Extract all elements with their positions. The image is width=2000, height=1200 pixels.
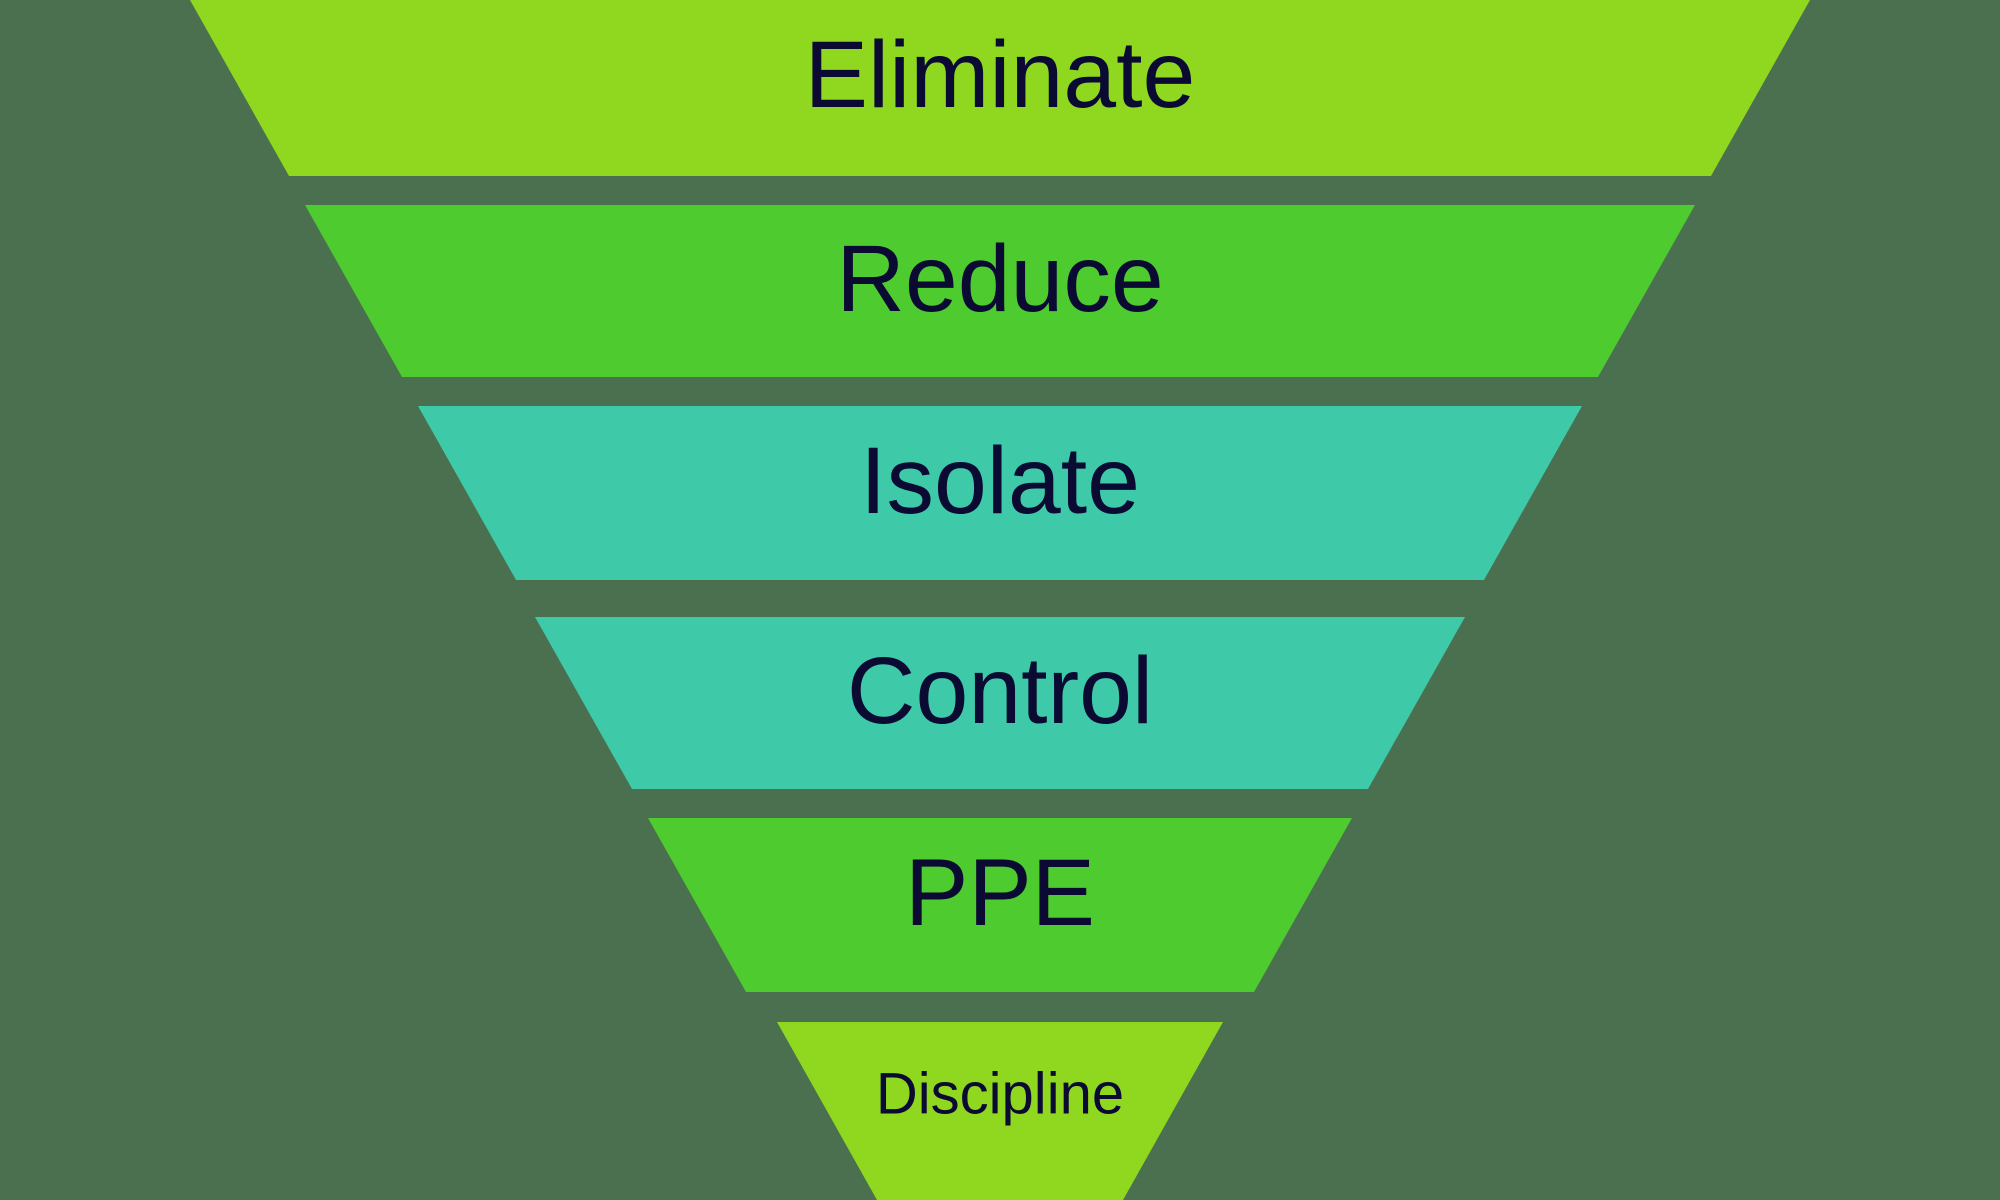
band-shape-reduce[interactable]	[305, 205, 1695, 377]
funnel-band-eliminate[interactable]: Eliminate	[190, 0, 1810, 176]
funnel-band-control[interactable]: Control	[535, 617, 1465, 789]
funnel-band-reduce[interactable]: Reduce	[305, 205, 1695, 377]
funnel-band-isolate[interactable]: Isolate	[418, 406, 1582, 580]
band-label-discipline: Discipline	[876, 1061, 1124, 1126]
band-label-control: Control	[847, 638, 1153, 744]
band-shape-discipline[interactable]	[777, 1022, 1223, 1200]
band-shape-eliminate[interactable]	[190, 0, 1810, 176]
band-shape-ppe[interactable]	[648, 818, 1352, 992]
band-shape-isolate[interactable]	[418, 406, 1582, 580]
band-shape-control[interactable]	[535, 617, 1465, 789]
funnel-band-ppe[interactable]: PPE	[648, 818, 1352, 992]
band-label-eliminate: Eliminate	[805, 22, 1196, 128]
band-label-isolate: Isolate	[860, 428, 1140, 534]
band-label-reduce: Reduce	[836, 226, 1163, 332]
band-label-ppe: PPE	[905, 840, 1095, 946]
funnel-band-discipline[interactable]: Discipline	[777, 1022, 1223, 1200]
